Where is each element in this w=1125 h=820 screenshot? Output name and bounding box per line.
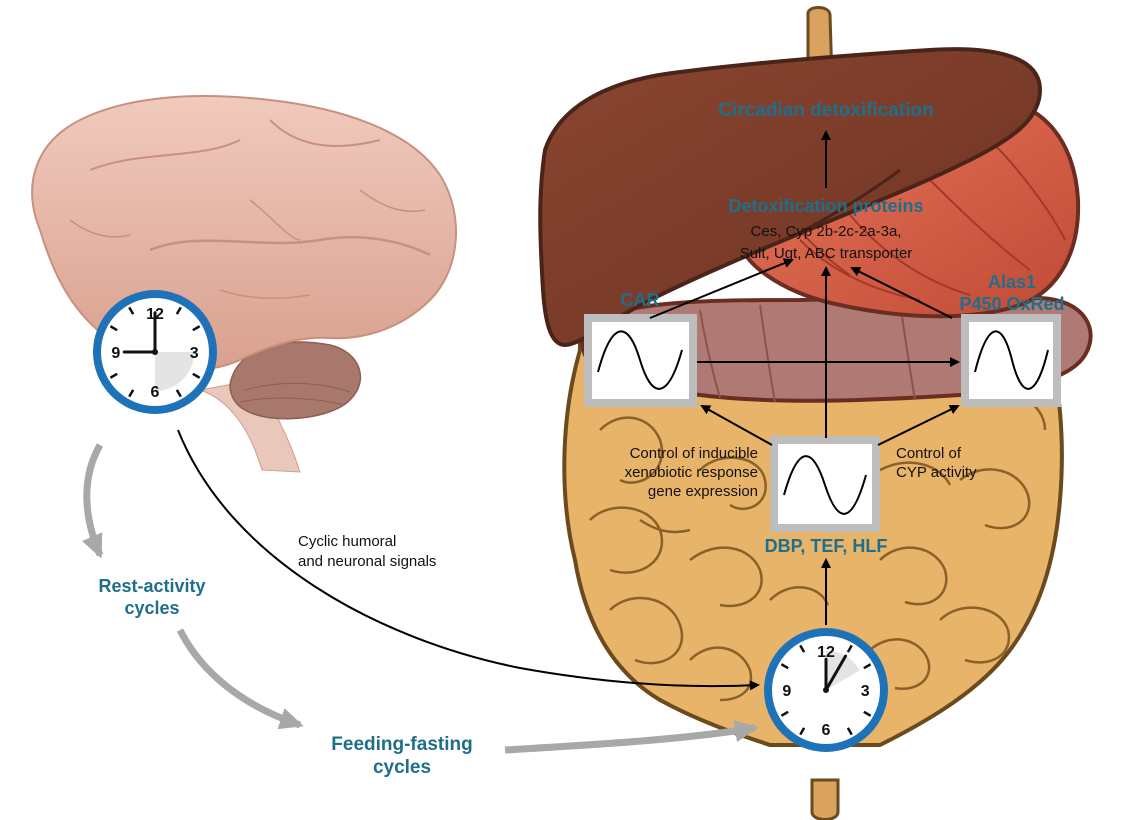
rectum: [812, 780, 838, 820]
clock-number-6: 6: [151, 384, 160, 401]
label-cyclic-signals-2: and neuronal signals: [298, 553, 436, 570]
sine-box-car: [588, 318, 693, 403]
clock-number-3: 3: [861, 683, 870, 700]
label-control-inducible-1: Control of inducible: [630, 445, 758, 462]
label-feeding-fasting-1: Feeding-fasting: [331, 734, 472, 755]
label-detox-proteins: Detoxification proteins: [728, 196, 923, 216]
clock-number-9: 9: [782, 683, 791, 700]
label-cyclic-signals-1: Cyclic humoral: [298, 533, 396, 550]
label-circadian-detoxification: Circadian detoxification: [718, 100, 933, 121]
label-car: CAR: [621, 290, 660, 310]
label-detox-proteins-line2: Sult, Ugt, ABC transporter: [740, 245, 913, 262]
arrow-rest-to-feeding: [180, 630, 300, 725]
label-control-inducible-2: xenobiotic response: [625, 464, 758, 481]
clock-number-6: 6: [822, 722, 831, 739]
label-dbp-tef-hlf: DBP, TEF, HLF: [765, 536, 888, 556]
label-control-cyp-1: Control of: [896, 445, 962, 462]
label-rest-activity-1: Rest-activity: [98, 576, 205, 596]
label-feeding-fasting-2: cycles: [373, 757, 431, 778]
arrow-feeding-to-clock: [505, 728, 755, 750]
brain-illustration: [32, 96, 456, 472]
arrow-brain-to-rest: [87, 445, 100, 555]
label-alas1: Alas1: [988, 272, 1036, 292]
sine-box-dbp: [774, 440, 876, 528]
label-p450-oxred: P450 OxRed: [959, 294, 1064, 314]
cerebrum: [32, 96, 456, 369]
clock-pivot: [823, 687, 829, 693]
clock-number-3: 3: [190, 345, 199, 362]
label-control-inducible-3: gene expression: [648, 483, 758, 500]
label-control-cyp-2: CYP activity: [896, 464, 977, 481]
clock-number-9: 9: [111, 345, 120, 362]
sine-box-alas1: [965, 318, 1057, 403]
label-detox-proteins-line1: Ces, Cyp 2b-2c-2a-3a,: [751, 223, 902, 240]
clock-pivot: [152, 349, 158, 355]
label-rest-activity-2: cycles: [124, 598, 179, 618]
